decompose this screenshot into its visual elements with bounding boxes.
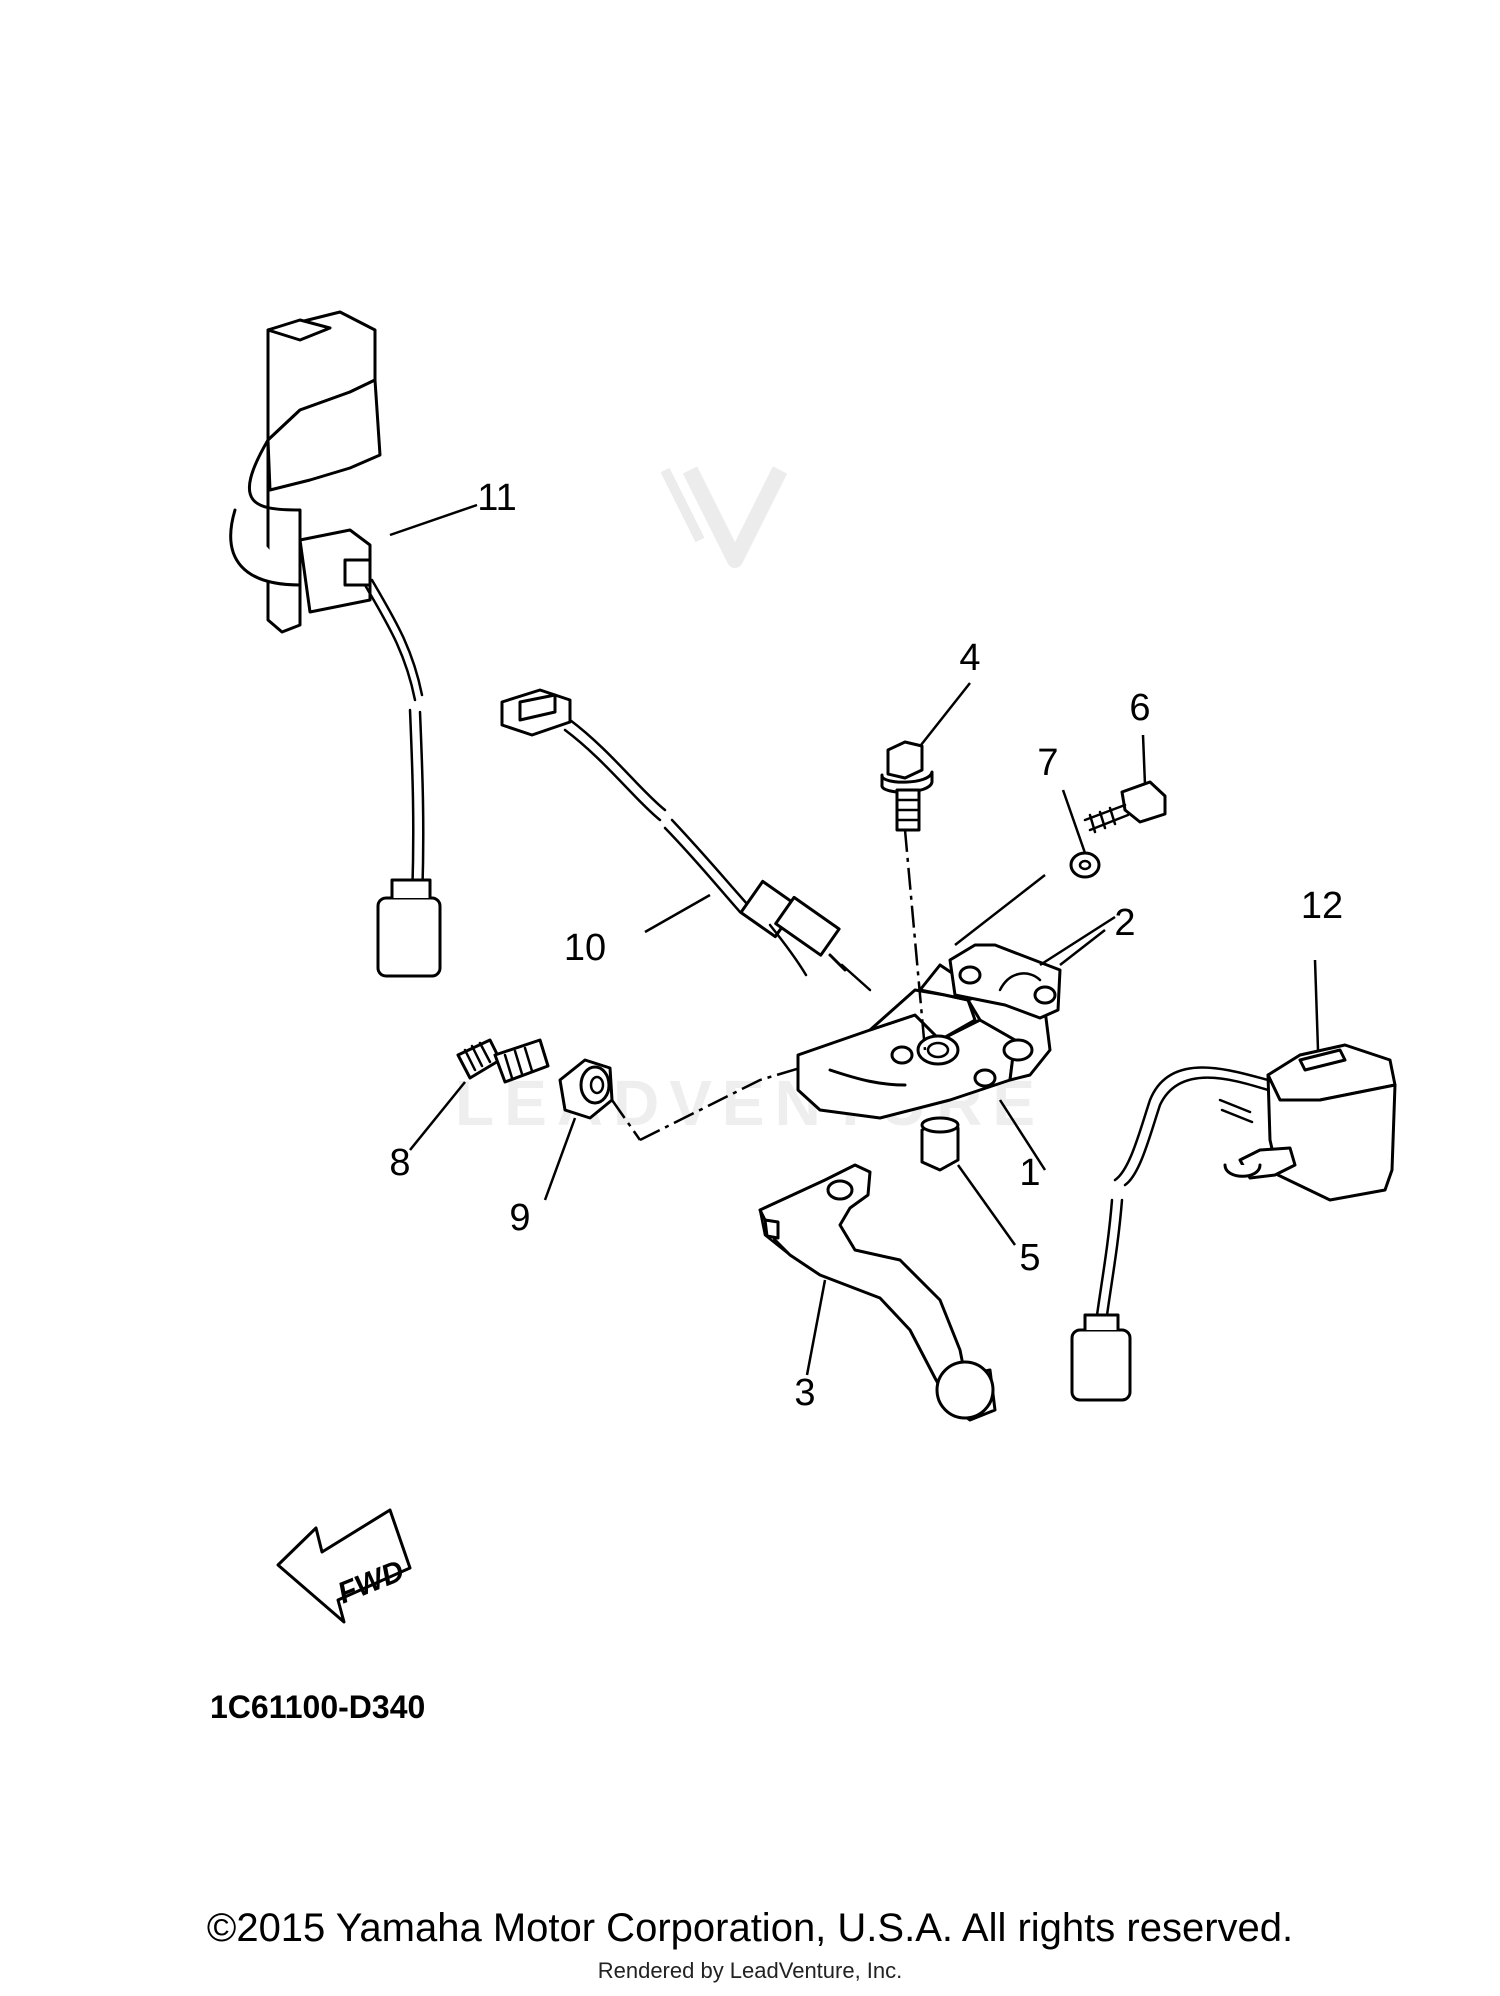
part-12-right-switch <box>1070 1043 1397 1402</box>
callout-11: 11 <box>477 477 516 519</box>
part-3-clutch-lever <box>758 1163 997 1422</box>
callouts: 1 2 3 4 5 6 7 8 9 10 11 12 <box>389 477 1343 1414</box>
callout-8: 8 <box>389 1142 410 1184</box>
forward-direction-arrow: FWD <box>276 1508 412 1624</box>
rendered-by-notice: Rendered by LeadVenture, Inc. <box>597 1958 903 1983</box>
callout-1: 1 <box>1019 1152 1040 1194</box>
part-9-locknut <box>558 1058 614 1120</box>
part-2-clamp <box>948 943 1062 1020</box>
callout-10: 10 <box>564 927 606 969</box>
callout-4: 4 <box>959 637 980 679</box>
callout-3: 3 <box>794 1372 815 1414</box>
callout-5: 5 <box>1019 1237 1040 1279</box>
part-11-left-switch <box>229 310 442 978</box>
part-10-clutch-switch <box>500 688 872 992</box>
copyright-notice: ©2015 Yamaha Motor Corporation, U.S.A. A… <box>206 1906 1294 1950</box>
part-5-nut <box>920 1116 960 1172</box>
diagram-code: 1C61100-D340 <box>210 1689 425 1725</box>
alignment-lines <box>610 829 927 1142</box>
callout-12: 12 <box>1301 885 1343 927</box>
callout-2: 2 <box>1114 902 1135 944</box>
part-8-adjuster <box>456 1038 550 1084</box>
callout-9: 9 <box>509 1197 530 1239</box>
callout-6: 6 <box>1129 687 1150 729</box>
part-6-screw <box>1083 780 1167 834</box>
part-7-washer <box>1069 851 1101 879</box>
callout-7: 7 <box>1037 742 1058 784</box>
leader-lines <box>389 503 1320 1376</box>
part-4-bolt <box>880 740 934 832</box>
